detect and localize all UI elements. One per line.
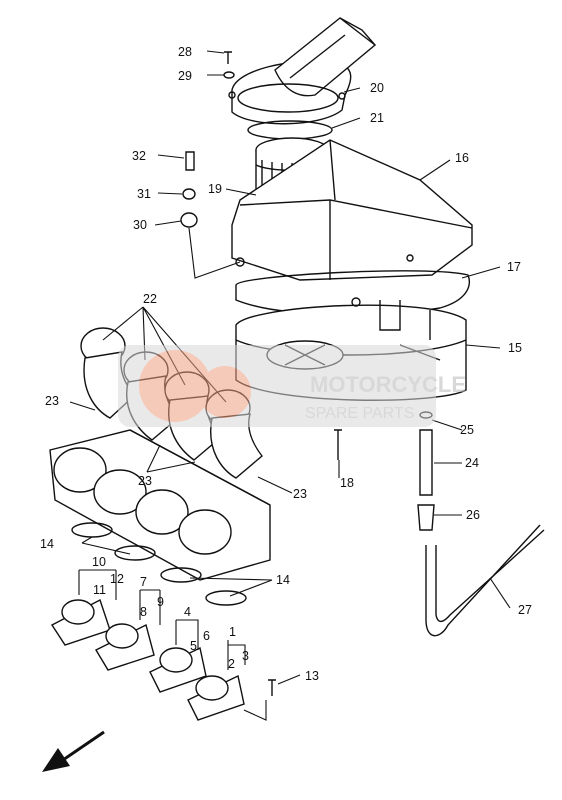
- hardware-small-parts: [180, 51, 241, 279]
- callout-13: 13: [305, 669, 319, 683]
- leader-lines: [69, 50, 511, 721]
- front-direction-arrow-icon: [42, 730, 105, 772]
- callout-3: 3: [242, 649, 249, 663]
- callout-16: 16: [455, 151, 469, 165]
- watermark-line-1: MOTORCYCLE: [310, 372, 466, 397]
- callout-29: 29: [178, 69, 192, 83]
- air-box-upper-case-part: [231, 139, 473, 281]
- callout-14-left: 14: [40, 537, 54, 551]
- callout-14-right: 14: [276, 573, 290, 587]
- callout-31: 31: [137, 187, 151, 201]
- drain-hoses-part: [417, 411, 545, 637]
- callout-10: 10: [92, 555, 106, 569]
- callout-9: 9: [157, 595, 164, 609]
- callout-6: 6: [203, 629, 210, 643]
- callout-12: 12: [110, 572, 124, 586]
- callout-20: 20: [370, 81, 384, 95]
- callout-15: 15: [508, 341, 522, 355]
- callout-21: 21: [370, 111, 384, 125]
- callout-5: 5: [190, 639, 197, 653]
- callout-2: 2: [228, 657, 235, 671]
- callout-8: 8: [140, 605, 147, 619]
- carburetor-joints-part: [50, 599, 245, 721]
- callout-30: 30: [133, 218, 147, 232]
- carburetor-bank-part: [49, 429, 271, 581]
- callout-11: 11: [93, 583, 106, 597]
- callout-18: 18: [340, 476, 354, 490]
- callout-labels: 28 29 20 21 32 16 31 19 30 17 22 15 23 2…: [40, 45, 532, 683]
- air-filter-cover-part: [228, 17, 377, 125]
- callout-1: 1: [229, 625, 236, 639]
- watermark-line-2: SPARE PARTS: [305, 405, 414, 422]
- callout-26: 26: [466, 508, 480, 522]
- callout-7: 7: [140, 575, 147, 589]
- callout-28: 28: [178, 45, 192, 59]
- callout-32: 32: [132, 149, 146, 163]
- screws-part: [268, 429, 342, 696]
- callout-17: 17: [507, 260, 521, 274]
- watermark-logo: MOTORCYCLE SPARE PARTS: [118, 345, 466, 427]
- callout-23-middle: 23: [138, 474, 152, 488]
- callout-23-right: 23: [293, 487, 307, 501]
- callout-4: 4: [184, 605, 191, 619]
- callout-25: 25: [460, 423, 474, 437]
- callout-23-left: 23: [45, 394, 59, 408]
- callout-22: 22: [143, 292, 157, 306]
- callout-24: 24: [465, 456, 479, 470]
- callout-19: 19: [208, 182, 222, 196]
- callout-27: 27: [518, 603, 532, 617]
